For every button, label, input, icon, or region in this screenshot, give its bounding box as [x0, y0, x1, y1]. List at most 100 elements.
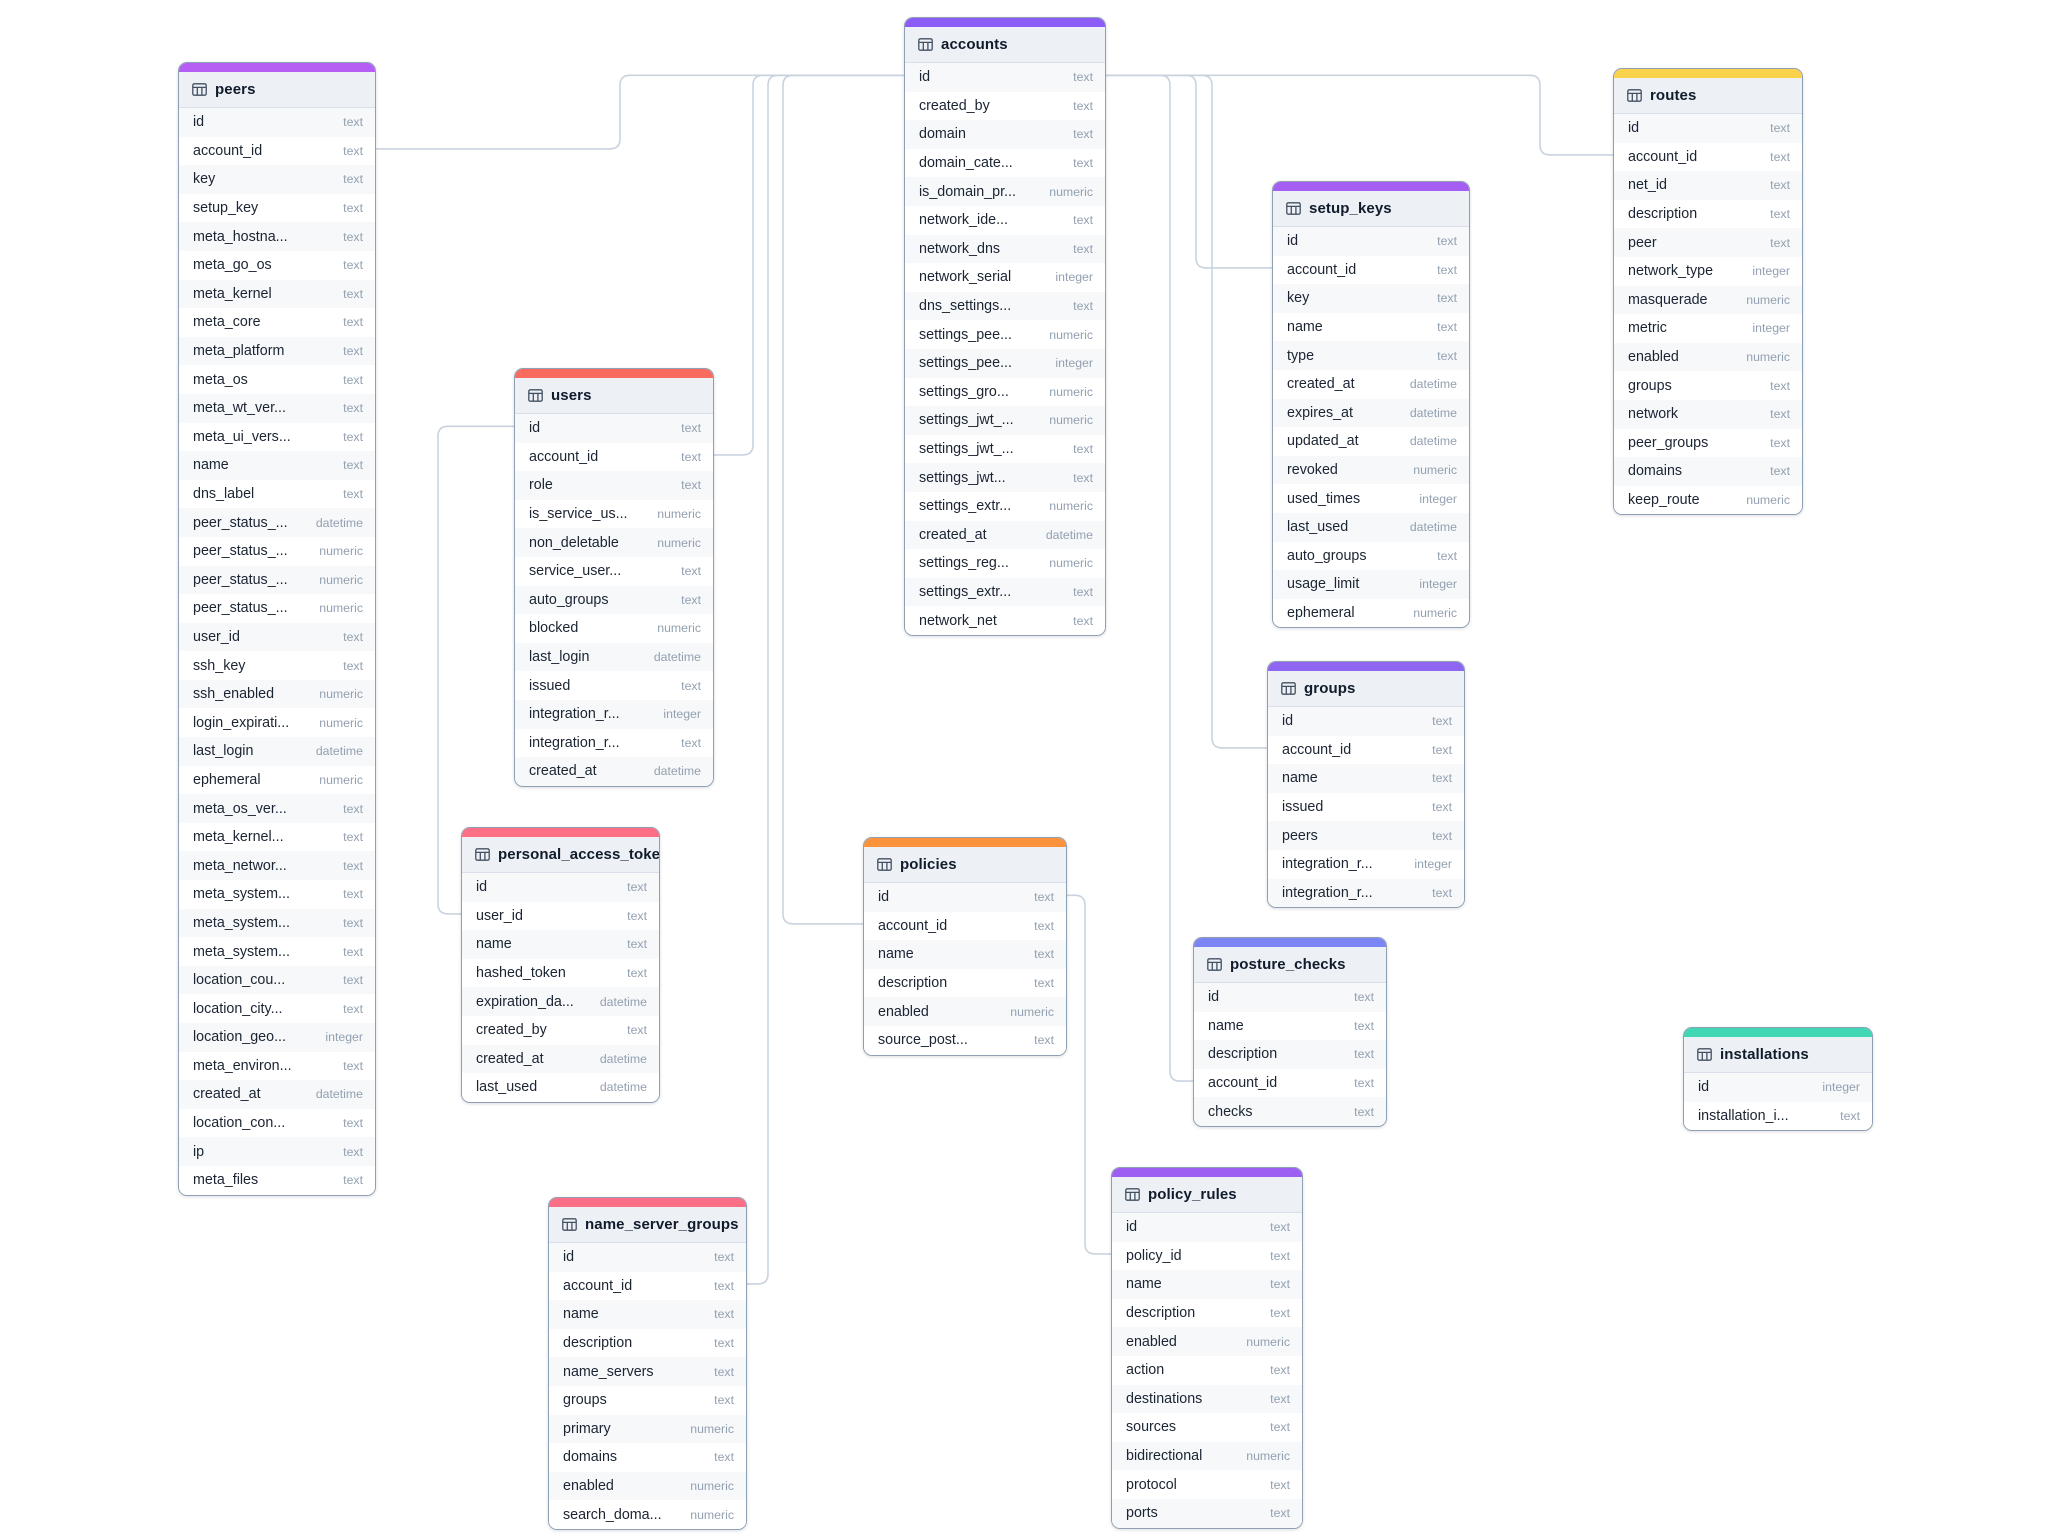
field-name: location_geo...: [193, 1029, 286, 1046]
table-header[interactable]: policy_rules: [1112, 1177, 1302, 1213]
field-name: auto_groups: [529, 591, 609, 608]
field-row: meta_networ...text: [179, 851, 375, 881]
field-name: expiration_da...: [476, 993, 574, 1010]
table-header[interactable]: peers: [179, 72, 375, 108]
field-name: issued: [529, 677, 571, 694]
field-name: ssh_enabled: [193, 686, 275, 703]
field-type: text: [343, 201, 363, 216]
field-row: meta_environ...text: [179, 1051, 375, 1081]
field-name: description: [1126, 1305, 1196, 1322]
field-type: numeric: [657, 621, 701, 636]
field-name: enabled: [1628, 349, 1679, 366]
field-type: text: [1770, 407, 1790, 422]
field-name: integration_r...: [529, 734, 620, 751]
field-name: domains: [1628, 463, 1683, 480]
table-header[interactable]: routes: [1614, 78, 1802, 114]
field-type: text: [1073, 241, 1093, 256]
field-name: meta_go_os: [193, 257, 272, 274]
field-type: text: [1437, 291, 1457, 306]
field-type: text: [343, 915, 363, 930]
relationship-line: [437, 425, 514, 915]
field-type: text: [1270, 1477, 1290, 1492]
field-name: enabled: [1126, 1333, 1177, 1350]
field-name: user_id: [476, 907, 523, 924]
field-type: text: [1073, 584, 1093, 599]
field-name: id: [1126, 1219, 1138, 1236]
field-type: text: [343, 115, 363, 130]
field-name: user_id: [193, 628, 240, 645]
field-type: numeric: [657, 507, 701, 522]
field-type: numeric: [1746, 292, 1790, 307]
field-type: text: [714, 1307, 734, 1322]
table-header[interactable]: groups: [1268, 671, 1464, 707]
field-type: numeric: [1413, 463, 1457, 478]
field-name: keep_route: [1628, 492, 1700, 509]
field-name: role: [529, 477, 553, 494]
table-header[interactable]: personal_access_tokens: [462, 837, 659, 873]
field-type: integer: [1752, 321, 1790, 336]
field-name: meta_platform: [193, 343, 285, 360]
table-header[interactable]: accounts: [905, 27, 1105, 63]
field-name: id: [1208, 989, 1220, 1006]
table-header[interactable]: installations: [1684, 1037, 1872, 1073]
table-icon: [1286, 202, 1301, 215]
field-type: text: [1034, 976, 1054, 991]
field-name: hashed_token: [476, 965, 566, 982]
field-row: settings_pee...integer: [905, 348, 1105, 378]
table-header[interactable]: posture_checks: [1194, 947, 1386, 983]
table-header[interactable]: name_server_groups: [549, 1207, 746, 1243]
field-type: numeric: [319, 601, 363, 616]
relationship-line: [782, 74, 904, 925]
table-header[interactable]: setup_keys: [1273, 191, 1469, 227]
field-type: integer: [1055, 270, 1093, 285]
field-name: protocol: [1126, 1476, 1177, 1493]
field-type: text: [681, 478, 701, 493]
field-name: meta_kernel...: [193, 829, 284, 846]
field-name: id: [1628, 120, 1640, 137]
field-name: issued: [1282, 799, 1324, 816]
field-type: text: [343, 458, 363, 473]
field-name: last_login: [529, 649, 590, 666]
field-name: location_con...: [193, 1115, 286, 1132]
field-row: settings_pee...numeric: [905, 320, 1105, 349]
field-name: peer_status_...: [193, 600, 288, 617]
table-header[interactable]: policies: [864, 847, 1066, 883]
table-header[interactable]: users: [515, 378, 713, 414]
field-name: expires_at: [1287, 404, 1353, 421]
field-type: text: [343, 229, 363, 244]
field-name: account_id: [563, 1277, 633, 1294]
relationship-line: [712, 74, 904, 456]
field-type: text: [1270, 1306, 1290, 1321]
field-name: meta_os: [193, 371, 248, 388]
field-type: text: [1437, 234, 1457, 249]
field-type: text: [343, 258, 363, 273]
